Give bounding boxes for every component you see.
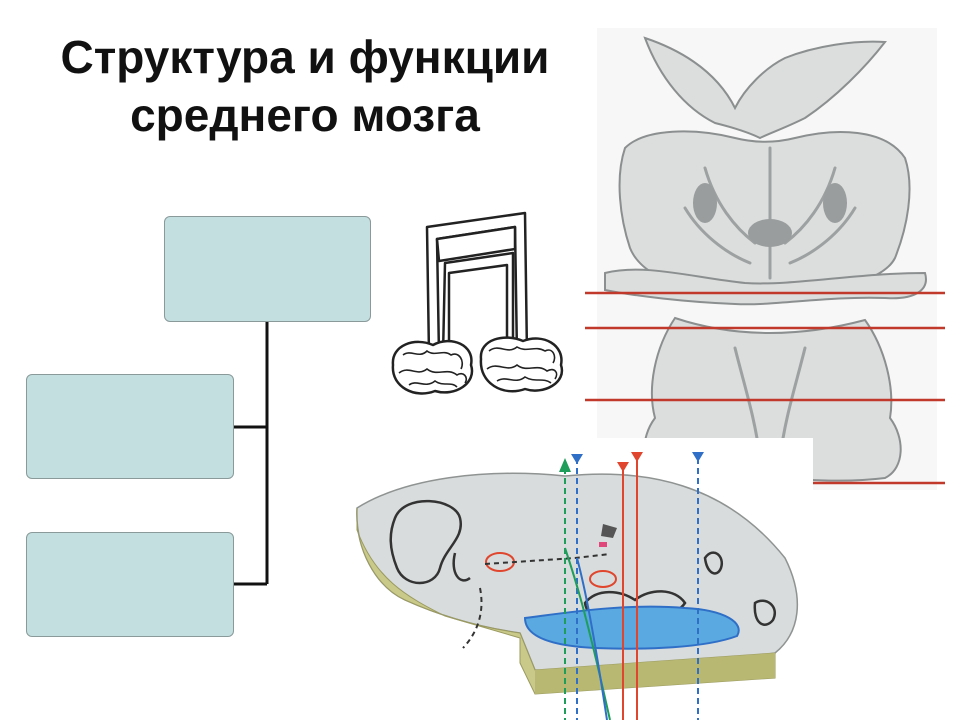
schema-box-top — [164, 216, 371, 322]
slide-title-line-1: Структура и функции — [60, 31, 550, 83]
schema-box-middle — [26, 374, 234, 479]
schema-box-bottom — [26, 532, 234, 637]
brainstem-illustration — [585, 28, 945, 490]
midbrain-section-illustration — [345, 438, 813, 720]
slide-title-line-2: среднего мозга — [130, 89, 480, 141]
slide-title: Структура и функции среднего мозга — [0, 28, 610, 144]
music-note-brains-icon — [391, 211, 564, 395]
